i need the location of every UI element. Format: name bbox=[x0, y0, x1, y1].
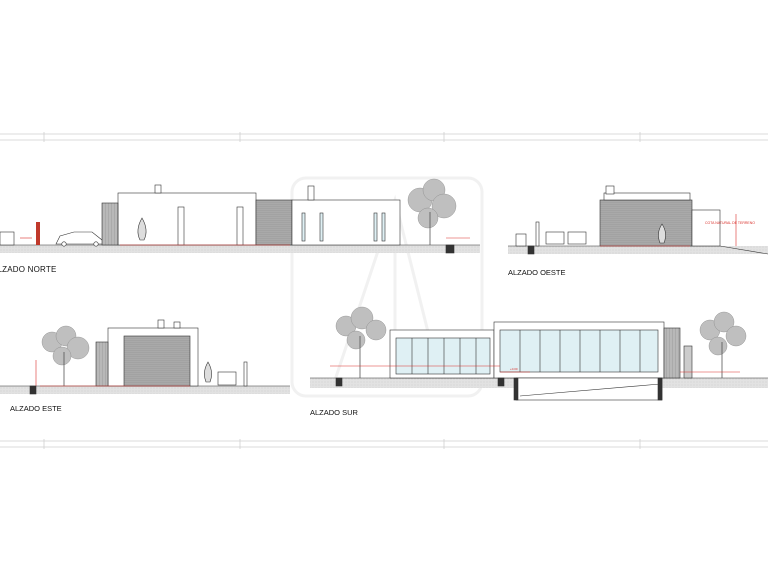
title-alzado-sur: ALZADO SUR bbox=[310, 408, 359, 417]
panel-volume bbox=[255, 199, 293, 246]
west-volume bbox=[599, 199, 693, 247]
ground-strip bbox=[0, 245, 480, 253]
tree bbox=[407, 178, 457, 245]
terrain-note: COTA NATURAL DE TERRENO bbox=[705, 221, 755, 225]
gate-marker bbox=[36, 222, 40, 245]
tree bbox=[335, 306, 387, 378]
level-mark: +0.00 bbox=[510, 367, 518, 371]
side-cladding bbox=[101, 202, 119, 246]
sheet-frame bbox=[0, 132, 768, 449]
title-alzado-norte: ALZADO NORTE bbox=[0, 265, 57, 274]
car-front bbox=[545, 231, 565, 245]
elevation-este bbox=[0, 319, 290, 395]
title-alzado-este: ALZADO ESTE bbox=[10, 404, 62, 413]
elevation-oeste bbox=[508, 185, 768, 255]
tree bbox=[699, 311, 747, 378]
title-alzado-oeste: ALZADO OESTE bbox=[508, 268, 566, 277]
car-front bbox=[567, 231, 587, 245]
elevation-sur bbox=[310, 306, 768, 401]
watermark-letter: A bbox=[686, 56, 687, 59]
elevation-norte bbox=[0, 178, 480, 254]
car-front bbox=[217, 371, 237, 386]
tree bbox=[41, 325, 90, 386]
